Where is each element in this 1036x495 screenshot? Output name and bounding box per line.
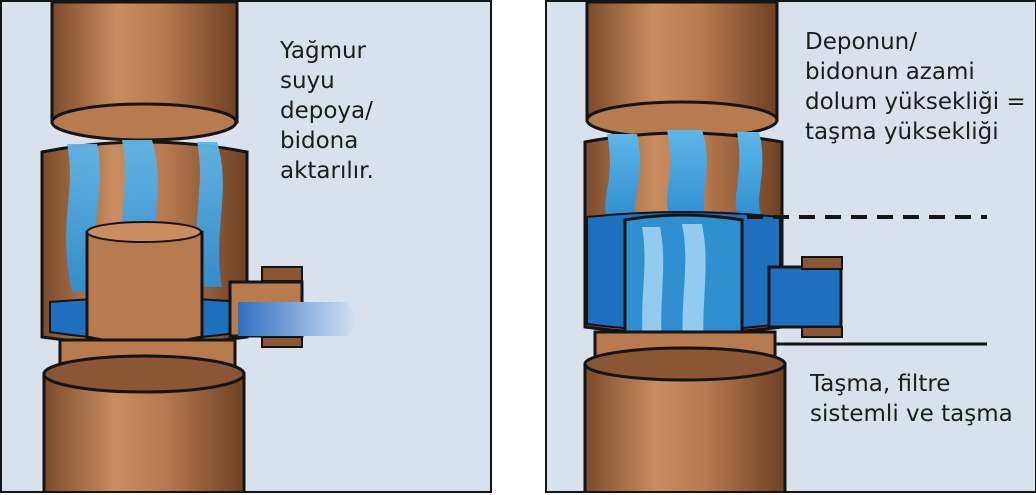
- upper-downpipe: [50, 2, 239, 142]
- rain-collector-illustration-right: [583, 2, 987, 491]
- upper-downpipe: [585, 2, 779, 140]
- outlet-spout: [767, 256, 843, 338]
- caption-max-fill-height: Deponun/ bidonun azami dolum yüksekliği …: [805, 29, 1026, 145]
- rain-collector-illustration-left: [40, 2, 360, 491]
- water-stream: [605, 134, 641, 217]
- panel-overflow-height: Deponun/ bidonun azami dolum yüksekliği …: [545, 0, 1036, 493]
- caption-overflow-filter: Taşma, filtre sistemli ve taşma: [810, 371, 1013, 427]
- panel-rain-to-tank: Yağmur suyu depoya/ bidona aktarılır.: [0, 0, 492, 493]
- water-jet: [238, 302, 360, 336]
- lower-downpipe: [42, 338, 246, 491]
- lower-downpipe: [583, 330, 787, 491]
- water-stream: [735, 132, 763, 217]
- water-stream: [667, 130, 707, 217]
- outlet-spout: [228, 266, 360, 348]
- caption-rain-to-tank: Yağmur suyu depoya/ bidona aktarılır.: [280, 38, 374, 184]
- inner-pipe: [85, 224, 204, 345]
- collector-body: [40, 140, 249, 346]
